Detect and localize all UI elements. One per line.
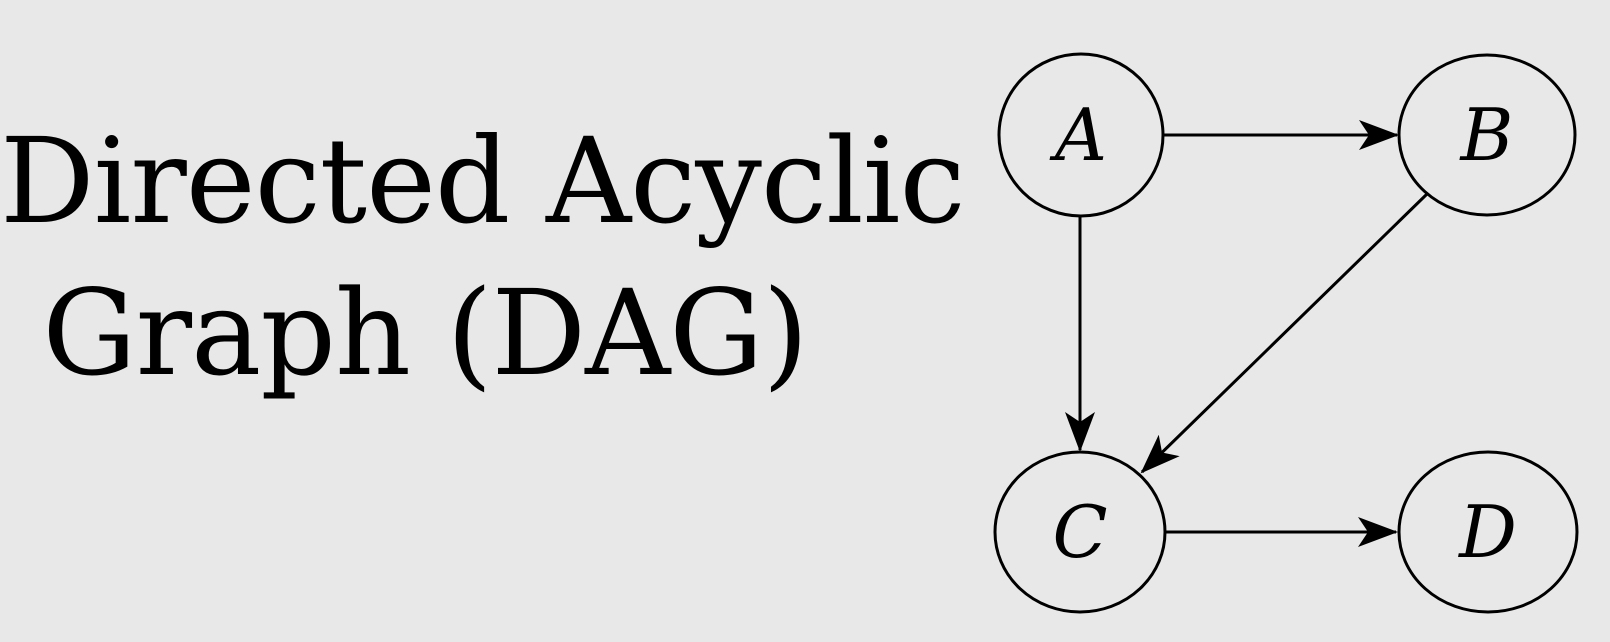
node-b-label: B bbox=[1459, 93, 1514, 177]
node-a-circle bbox=[997, 52, 1165, 218]
node-d: D bbox=[1397, 450, 1579, 614]
node-b: B bbox=[1397, 53, 1577, 217]
node-c-label: C bbox=[1052, 490, 1107, 574]
node-b-circle bbox=[1397, 53, 1577, 217]
node-d-circle bbox=[1397, 450, 1579, 614]
title-line-2: Graph (DAG) bbox=[42, 264, 808, 402]
node-a: A bbox=[997, 52, 1165, 218]
edges bbox=[1065, 120, 1429, 547]
node-c: C bbox=[993, 450, 1167, 614]
node-d-label: D bbox=[1457, 490, 1517, 574]
node-c-circle bbox=[993, 450, 1167, 614]
title-line-1: Directed Acyclic bbox=[0, 112, 966, 250]
edge-b-to-c bbox=[1140, 192, 1429, 474]
diagram-title: Directed Acyclic Graph (DAG) bbox=[0, 105, 966, 409]
node-a-label: A bbox=[1049, 93, 1107, 177]
